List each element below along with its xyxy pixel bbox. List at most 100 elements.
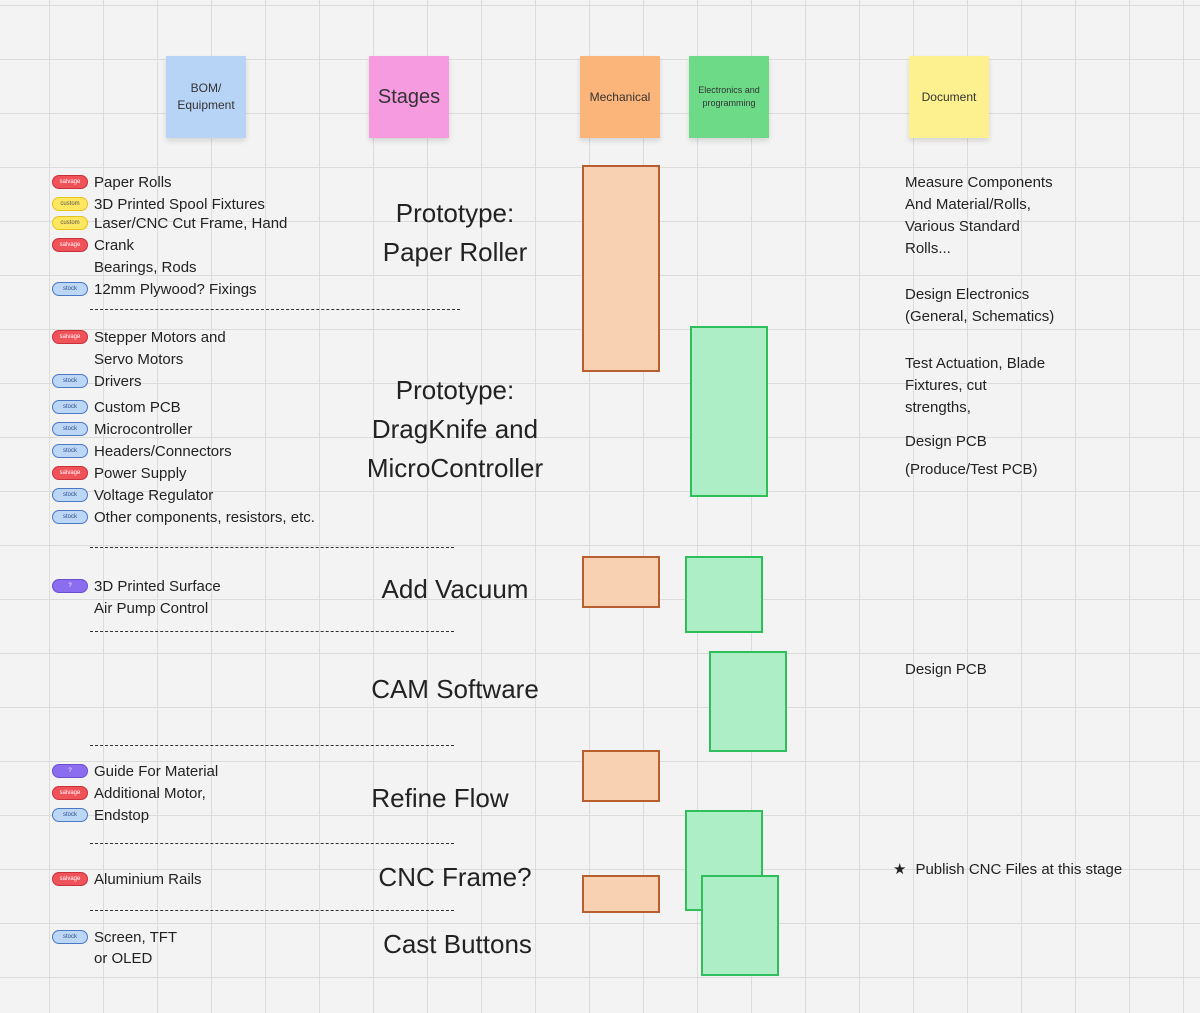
stages-header-note[interactable]: Stages	[369, 56, 449, 138]
bom-item-label: Aluminium Rails	[94, 870, 202, 888]
star-icon: ★	[893, 861, 907, 878]
bom-item-label: 3D Printed Surface	[94, 577, 221, 595]
stage-title[interactable]: Refine Flow	[335, 779, 545, 818]
stage-divider	[90, 843, 454, 844]
stock-tag: stock	[52, 400, 88, 414]
salvage-tag: salvage	[52, 466, 88, 480]
bom-item[interactable]: Bearings, Rods	[52, 256, 197, 278]
bom-item[interactable]: salvage Additional Motor,	[52, 782, 206, 804]
mechanical-header-label: Mechanical	[589, 90, 651, 104]
stage-title[interactable]: Cast Buttons	[350, 925, 565, 964]
bom-item-label: Microcontroller	[94, 420, 193, 438]
bom-item-label: Paper Rolls	[94, 173, 172, 191]
stage-divider	[90, 631, 454, 632]
bom-item[interactable]: Servo Motors	[52, 348, 183, 370]
bom-header-note[interactable]: BOM/ Equipment	[166, 56, 246, 138]
bom-item[interactable]: salvage Aluminium Rails	[52, 868, 202, 890]
bom-item-label: 12mm Plywood? Fixings	[94, 280, 257, 298]
stage-divider	[90, 745, 454, 746]
document-note[interactable]: Test Actuation, Blade Fixtures, cut stre…	[905, 353, 1045, 419]
electronics-block[interactable]	[690, 326, 768, 497]
stock-tag: stock	[52, 374, 88, 388]
document-line: Design Electronics	[905, 286, 1030, 303]
stage-title-line: Refine Flow	[371, 783, 509, 813]
stage-title[interactable]: CNC Frame?	[350, 858, 560, 897]
stage-title[interactable]: Prototype: DragKnife and MicroController	[340, 371, 570, 488]
bom-item-label: or OLED	[94, 949, 153, 967]
stage-title-line: CNC Frame?	[378, 862, 532, 892]
bom-header-label: BOM/ Equipment	[177, 81, 235, 112]
mechanical-block[interactable]	[582, 165, 660, 372]
stage-title-line: DragKnife and	[371, 414, 539, 444]
bom-item[interactable]: stock Headers/Connectors	[52, 440, 232, 462]
document-line: Publish CNC Files at this stage	[915, 861, 1123, 878]
mechanical-block[interactable]	[582, 750, 660, 802]
stock-tag: stock	[52, 808, 88, 822]
bom-item-label: Additional Motor,	[94, 784, 206, 802]
document-note[interactable]: Design Electronics (General, Schematics)	[905, 284, 1054, 328]
stage-title-line: Cast Buttons	[383, 929, 532, 959]
electronics-header-note[interactable]: Electronics and programming	[689, 56, 769, 138]
bom-item-label: Screen, TFT	[94, 928, 178, 946]
document-line: Rolls...	[905, 240, 951, 257]
bom-item-label: 3D Printed Spool Fixtures	[94, 195, 265, 213]
document-note[interactable]: ★ Publish CNC Files at this stage	[893, 859, 1122, 881]
salvage-tag: salvage	[52, 786, 88, 800]
document-header-label: Document	[921, 90, 977, 104]
document-header-note[interactable]: Document	[909, 56, 989, 138]
stock-tag: stock	[52, 488, 88, 502]
stage-title[interactable]: Add Vacuum	[350, 570, 560, 609]
mechanical-block[interactable]	[582, 556, 660, 608]
bom-item[interactable]: Air Pump Control	[52, 597, 208, 619]
bom-item-label: Endstop	[94, 806, 150, 824]
stage-divider	[90, 547, 454, 548]
stage-title[interactable]: CAM Software	[340, 670, 570, 709]
document-note[interactable]: (Produce/Test PCB)	[905, 459, 1038, 481]
salvage-tag: salvage	[52, 872, 88, 886]
bom-item-label: Crank	[94, 236, 135, 254]
bom-item-label: Laser/CNC Cut Frame, Hand	[94, 214, 288, 232]
bom-item-label: Headers/Connectors	[94, 442, 232, 460]
bom-item[interactable]: stock Screen, TFT	[52, 926, 177, 948]
bom-item-label: Other components, resistors, etc.	[94, 508, 315, 526]
mechanical-block[interactable]	[582, 875, 660, 913]
stage-title-line: Prototype:	[395, 375, 515, 405]
bom-item-label: Servo Motors	[94, 350, 184, 368]
document-line: (Produce/Test PCB)	[905, 461, 1038, 478]
electronics-block[interactable]	[685, 556, 763, 633]
stage-title-line: Paper Roller	[382, 237, 528, 267]
bom-item[interactable]: salvage Paper Rolls	[52, 171, 172, 193]
salvage-tag: salvage	[52, 175, 88, 189]
electronics-block[interactable]	[709, 651, 787, 752]
stage-title-line: Add Vacuum	[381, 574, 529, 604]
stage-title-line: MicroController	[366, 453, 544, 483]
bom-item[interactable]: ?Guide For Material	[52, 760, 218, 782]
stock-tag: stock	[52, 444, 88, 458]
stage-title-line: CAM Software	[371, 674, 539, 704]
bom-item[interactable]: ?3D Printed Surface	[52, 575, 221, 597]
document-note[interactable]: Design PCB	[905, 659, 987, 681]
mechanical-header-note[interactable]: Mechanical	[580, 56, 660, 138]
stage-divider	[90, 910, 454, 911]
bom-item[interactable]: stock Endstop	[52, 804, 149, 826]
electronics-block[interactable]	[701, 875, 779, 976]
bom-item[interactable]: or OLED	[52, 947, 152, 969]
stage-title[interactable]: Prototype: Paper Roller	[350, 194, 560, 272]
bom-item-label: Bearings, Rods	[94, 258, 197, 276]
document-note[interactable]: Design PCB	[905, 431, 987, 453]
document-line: (General, Schematics)	[905, 308, 1055, 325]
stock-tag: stock	[52, 930, 88, 944]
document-note[interactable]: Measure Components And Material/Rolls, V…	[905, 172, 1053, 260]
stage-divider	[90, 309, 460, 310]
